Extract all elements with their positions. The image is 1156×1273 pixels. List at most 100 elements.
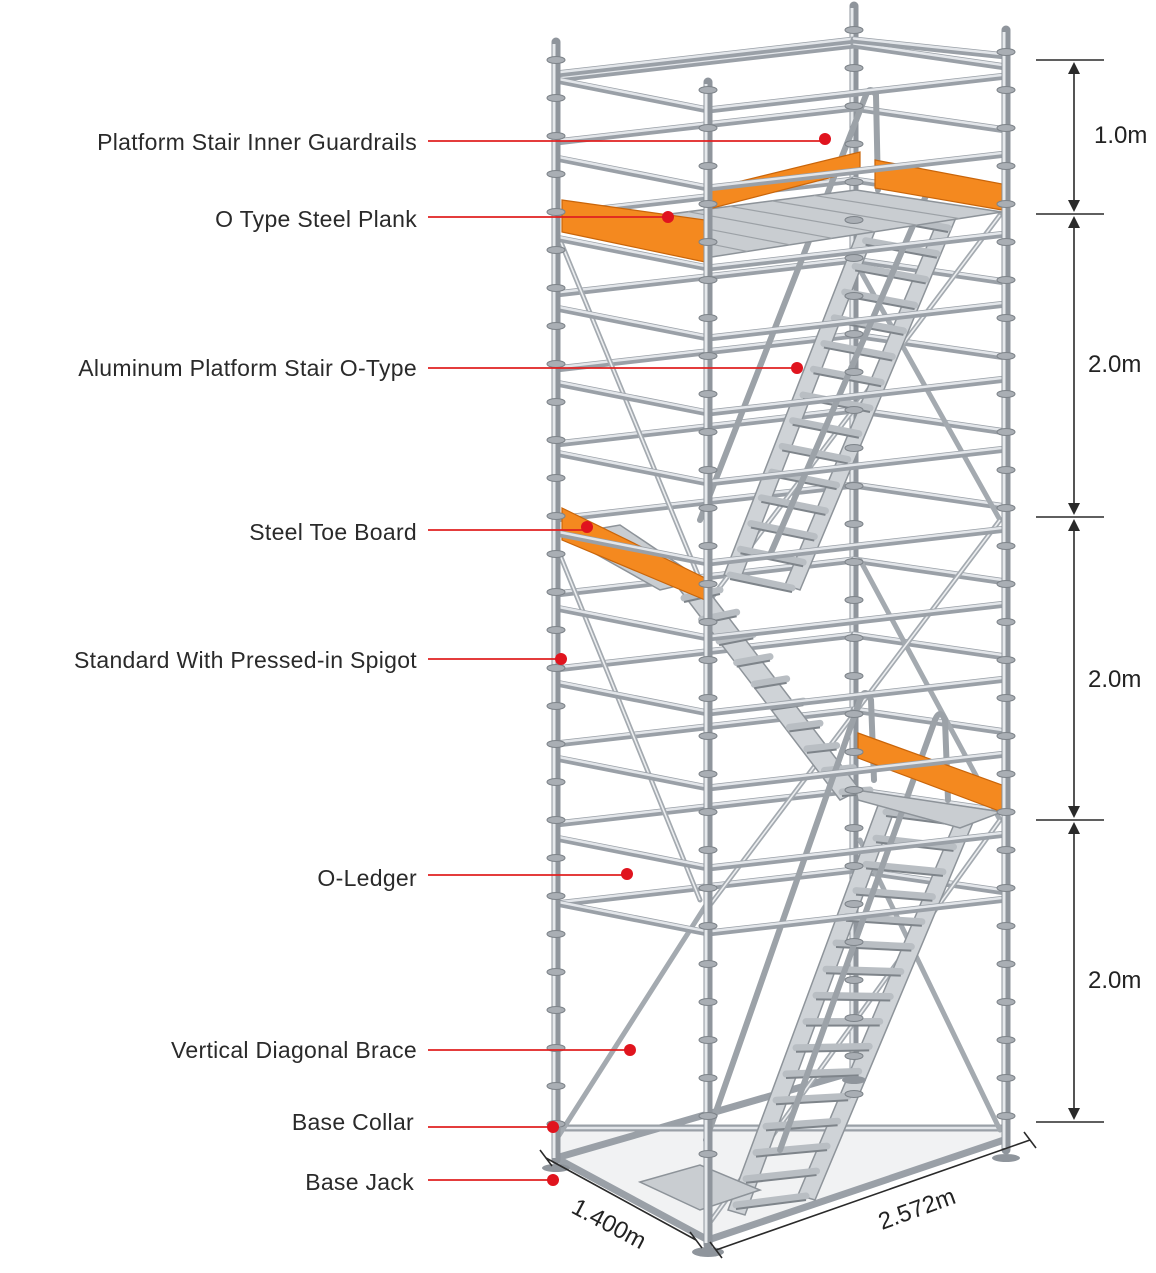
rosette xyxy=(844,482,864,490)
rosette xyxy=(844,216,864,224)
o-ledger-front-highlight xyxy=(706,751,1008,788)
o-ledger-side-highlight xyxy=(554,605,710,638)
o-ledger-front xyxy=(704,375,1010,417)
rosette xyxy=(844,406,864,414)
rosette xyxy=(546,208,566,216)
rosette xyxy=(844,520,864,528)
rosette xyxy=(546,778,566,786)
rosette xyxy=(996,1074,1016,1082)
stair-tread-edge xyxy=(735,1199,807,1210)
rosette xyxy=(546,474,566,482)
rosette xyxy=(844,26,864,34)
height-dimension-top: 1.0m xyxy=(1094,122,1147,149)
o-ledger-front-highlight xyxy=(706,73,1008,110)
rosette xyxy=(698,314,718,322)
stair-tread xyxy=(762,1117,842,1130)
rosette xyxy=(546,132,566,140)
rosette xyxy=(844,824,864,832)
stair-tread-edge xyxy=(754,681,787,690)
scaffold-tower xyxy=(542,1,1020,1257)
dimensions: 1.0m 2.0m 2.0m 2.0m 1.400m 2.572m xyxy=(539,59,1152,1259)
rosette xyxy=(698,542,718,550)
rosette xyxy=(698,846,718,854)
o-ledger-side-highlight xyxy=(554,530,710,563)
rosette xyxy=(698,466,718,474)
o-ledger-side-highlight xyxy=(554,900,710,933)
callout-vertical-diagonal-brace: Vertical Diagonal Brace xyxy=(171,1037,636,1063)
rosette xyxy=(698,656,718,664)
stair-tread-edge xyxy=(785,1074,859,1079)
stair-tread-edge xyxy=(815,998,891,1002)
rosette xyxy=(844,672,864,680)
rosette xyxy=(996,200,1016,208)
rosette xyxy=(996,352,1016,360)
height-dimension-lower: 2.0m xyxy=(1088,967,1141,994)
o-ledger-front xyxy=(704,525,1010,567)
landing-platform xyxy=(855,789,1005,829)
rear-side-ledger xyxy=(850,481,1010,511)
o-ledger-front xyxy=(704,445,1010,487)
rosette xyxy=(698,580,718,588)
rosette xyxy=(546,284,566,292)
rosette xyxy=(996,390,1016,398)
stair-tread xyxy=(772,1092,852,1104)
rosette xyxy=(698,390,718,398)
rosette xyxy=(546,398,566,406)
rosette xyxy=(996,732,1016,740)
rear-side-ledger-highlight xyxy=(852,105,1008,130)
stair-tread-edge xyxy=(736,659,771,668)
rosette xyxy=(844,102,864,110)
callout-label: Base Collar xyxy=(292,1109,414,1135)
rear-side-ledger xyxy=(850,406,1010,436)
rosette xyxy=(546,626,566,634)
stair-tread xyxy=(785,719,824,731)
o-ledger-side-highlight xyxy=(554,680,710,713)
rear-side-ledger-highlight xyxy=(852,632,1008,657)
rosette xyxy=(844,596,864,604)
rosette xyxy=(546,968,566,976)
rosette xyxy=(546,854,566,862)
stair-tread xyxy=(752,1142,831,1157)
rosette xyxy=(996,922,1016,930)
rosette xyxy=(698,276,718,284)
stair-tread-edge xyxy=(729,578,793,593)
o-ledger-front-highlight xyxy=(706,151,1008,188)
rosette xyxy=(844,1090,864,1098)
rosette xyxy=(996,1036,1016,1044)
o-ledger-side-highlight xyxy=(554,835,710,868)
o-ledger-side-highlight xyxy=(554,380,710,413)
rear-side-ledger-highlight xyxy=(852,557,1008,582)
stair-tread-edge xyxy=(835,946,912,952)
rosette xyxy=(546,94,566,102)
o-ledger-side xyxy=(552,234,712,272)
rosette xyxy=(546,664,566,672)
callout-standard-with-pressed-in-spigot: Standard With Pressed-in Spigot xyxy=(74,647,567,673)
callout-base-collar: Base Collar xyxy=(292,1109,559,1135)
rosette xyxy=(996,960,1016,968)
rosette xyxy=(698,618,718,626)
callout-label: Platform Stair Inner Guardrails xyxy=(97,129,417,155)
rear-side-ledger xyxy=(850,36,1010,60)
stair-tread xyxy=(852,887,936,901)
rosette xyxy=(996,238,1016,246)
rear-side-ledger-highlight xyxy=(852,787,1008,812)
o-ledger-side xyxy=(552,754,712,792)
o-ledger-front-highlight xyxy=(706,301,1008,338)
rosette xyxy=(844,330,864,338)
plank-seam xyxy=(813,194,960,220)
rosette xyxy=(996,808,1016,816)
rosette xyxy=(844,710,864,718)
rosette xyxy=(996,846,1016,854)
rear-side-ledger xyxy=(850,706,1010,736)
rosette xyxy=(698,732,718,740)
rear-ledger xyxy=(552,41,858,83)
rosette xyxy=(996,542,1016,550)
rear-side-ledger-highlight xyxy=(852,707,1008,732)
rosette xyxy=(698,200,718,208)
callout-platform-stair-inner-guardrails: Platform Stair Inner Guardrails xyxy=(97,129,831,155)
stair-tread xyxy=(742,1167,821,1183)
stair-tread-edge xyxy=(765,1124,838,1132)
stair-tread-edge xyxy=(845,919,922,927)
rosette xyxy=(698,770,718,778)
rosette xyxy=(546,892,566,900)
